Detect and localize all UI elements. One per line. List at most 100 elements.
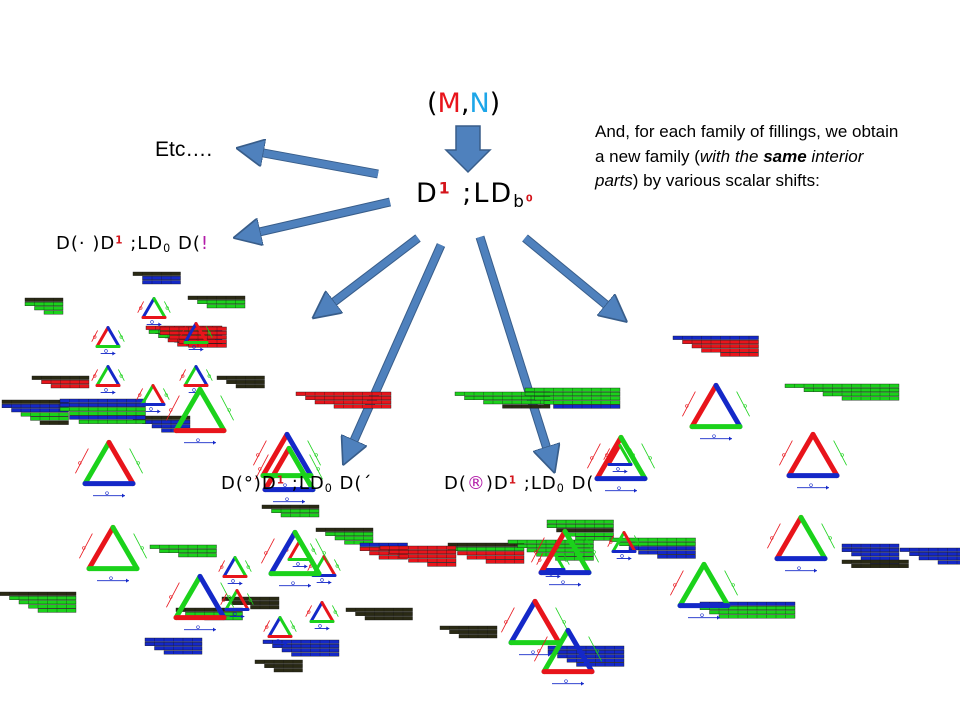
triangle-right-arrow <box>833 440 847 466</box>
triangle-label-dot <box>311 548 315 552</box>
triangle-bottom-arrowhead <box>717 615 720 620</box>
tableau-10-row-1 <box>672 335 759 340</box>
triangle-bottom-arrowhead <box>826 485 829 490</box>
triangle-left-arrow <box>91 369 98 381</box>
tableau-34 <box>379 545 457 567</box>
formula-mid-left: D(°)D1 ;LD0 D(´ <box>221 473 373 496</box>
triangle-left-arrow <box>779 440 793 466</box>
triangle-label-dot <box>207 374 211 378</box>
triangle-21 <box>534 627 602 686</box>
tableau-16-row-4 <box>28 604 77 609</box>
triangle-23 <box>603 444 637 474</box>
triangle-left-edge <box>224 589 239 611</box>
triangle-label-dot <box>181 331 185 335</box>
tableau-17-row-1 <box>149 544 217 549</box>
triangle-bottom-arrowhead <box>304 564 308 569</box>
tableau-14-row-3 <box>59 407 146 412</box>
triangle-right-edge <box>562 528 592 576</box>
tableau-21-row-4 <box>344 540 374 545</box>
triangle-29 <box>670 561 738 620</box>
triangle-left-edge <box>611 531 626 553</box>
triangle-label-dot <box>196 625 200 629</box>
triangle-label-dot <box>307 610 311 614</box>
triangle-left-edge <box>173 386 203 434</box>
triangle-left-edge <box>267 616 282 638</box>
triangle-right-arrow <box>164 301 171 313</box>
triangle-label-dot <box>246 565 250 569</box>
tableau-31-row-2 <box>231 601 280 606</box>
triangle-label-dot <box>104 349 108 353</box>
triangle-bottom-arrowhead <box>126 578 129 583</box>
triangle-18 <box>263 616 297 646</box>
triangle-left-arrow <box>255 454 269 480</box>
triangle-6 <box>179 365 213 395</box>
triangle-right-edge <box>701 561 731 609</box>
triangle-right-arrow <box>309 454 323 480</box>
triangle-right-edge <box>233 556 248 578</box>
triangle-left-arrow <box>253 440 267 466</box>
tableau-35-row-5 <box>553 404 621 409</box>
triangle-label-dot <box>828 536 832 540</box>
tableau-21-row-2 <box>325 532 374 537</box>
triangle-left-edge <box>173 573 203 621</box>
triangle-left-edge <box>607 444 622 466</box>
triangle-label-dot <box>276 639 280 643</box>
triangle-left-edge <box>183 322 198 344</box>
triangle-label-dot <box>220 565 224 569</box>
triangle-10 <box>166 573 234 632</box>
triangle-right-arrow <box>724 570 738 596</box>
triangle-right-edge <box>197 573 227 621</box>
triangle-left-arrow <box>166 582 180 608</box>
triangle-2 <box>137 297 171 327</box>
triangle-label-dot <box>82 546 86 550</box>
triangle-left-edge <box>541 627 571 675</box>
triangle-left-arrow <box>305 605 312 617</box>
triangle-label-dot <box>264 551 268 555</box>
tableau-5-row-2 <box>41 380 90 385</box>
tableau-33 <box>439 625 498 639</box>
triangle-label-dot <box>291 581 295 585</box>
triangle-label-dot <box>592 550 596 554</box>
triangle-label-dot <box>318 624 322 628</box>
triangle-left-edge <box>260 431 290 479</box>
triangle-bottom-arrowhead <box>213 440 216 445</box>
tableau-26-row-1 <box>507 539 594 544</box>
pair-title: (M,N) <box>427 88 501 119</box>
title-m: M <box>437 88 461 119</box>
triangle-right-arrow <box>220 582 234 608</box>
tableau-28-row-3 <box>628 546 696 551</box>
tableau-26-row-3 <box>526 548 594 553</box>
title-n: N <box>469 88 490 119</box>
triangle-bottom-arrowhead <box>557 574 561 579</box>
triangle-right-edge <box>235 589 250 611</box>
triangle-label-dot <box>595 649 599 653</box>
tableau-19-row-3 <box>154 646 203 651</box>
arrow-group <box>255 125 610 452</box>
tableau-27-row-3 <box>851 552 900 557</box>
triangle-label-dot <box>631 453 635 457</box>
triangle-label-dot <box>283 483 287 487</box>
triangle-bottom-arrowhead <box>624 469 628 474</box>
formula-center: D1 ;LDb0 <box>416 178 535 211</box>
tableau-14-row-1 <box>59 398 146 403</box>
triangle-right-edge <box>286 445 316 493</box>
triangle-label-dot <box>222 598 226 602</box>
triangle-label-dot <box>314 453 318 457</box>
tableau-18-row-2 <box>271 509 320 514</box>
arrow-shaft-2 <box>255 198 391 233</box>
triangle-right-arrow <box>641 443 655 469</box>
triangle-4 <box>179 322 213 352</box>
tableau-29 <box>345 607 413 621</box>
tableau-11 <box>784 383 900 401</box>
triangle-label-dot <box>504 620 508 624</box>
triangle-right-arrow <box>334 559 341 571</box>
tableau-36-row-2 <box>909 552 960 557</box>
triangle-left-arrow <box>136 388 143 400</box>
triangle-label-dot <box>150 320 154 324</box>
tableau-9 <box>454 391 551 409</box>
triangle-label-dot <box>635 540 639 544</box>
triangle-right-arrow <box>630 448 637 460</box>
tableau-16-row-2 <box>9 596 77 601</box>
triangle-label-dot <box>609 540 613 544</box>
tableau-36-row-4 <box>937 560 960 565</box>
